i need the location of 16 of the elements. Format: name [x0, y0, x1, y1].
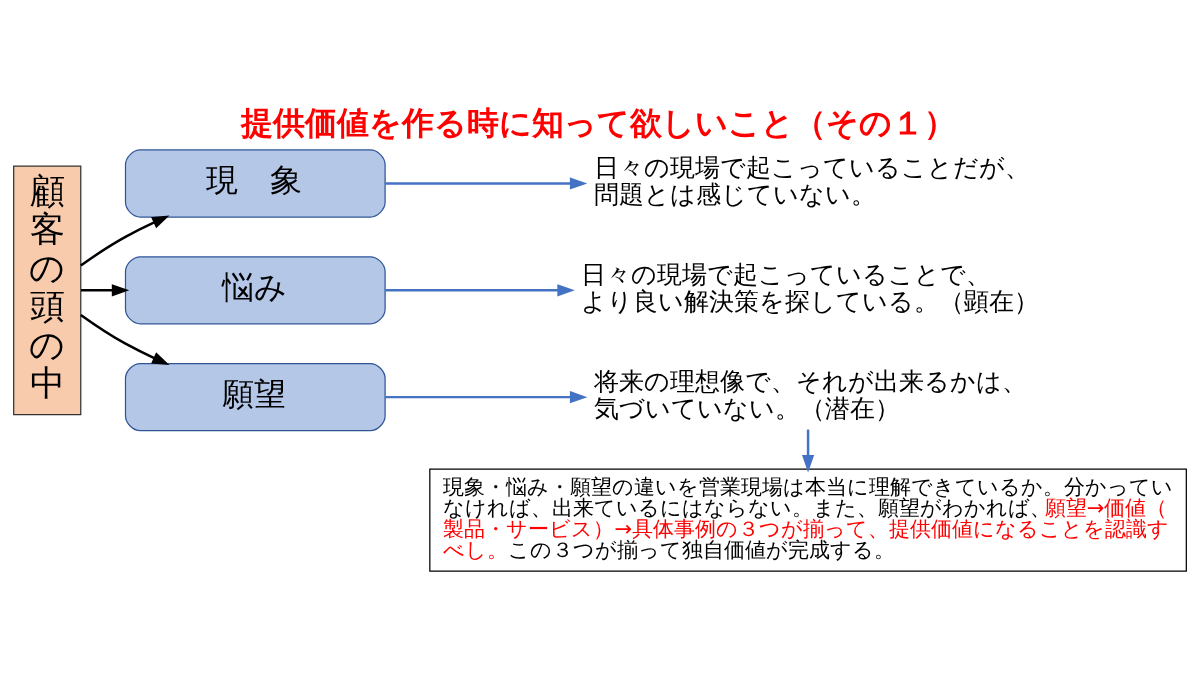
node-box: 悩み: [124, 256, 386, 325]
arrow: [385, 391, 588, 404]
diagram-title: 提供価値を作る時に知って欲しいこと（その１）: [241, 103, 957, 142]
node-box: 顧客の頭の中: [13, 165, 82, 416]
arrow: [81, 284, 130, 297]
node-text: 将来の理想像で、それが出来るかは、気づいていない。（潜在）: [593, 366, 1027, 423]
arrow: [80, 314, 170, 366]
arrow: [80, 215, 170, 267]
node-box: 現象・悩み・願望の違いを営業現場は本当に理解できているか。分かっていなければ、出来ているにはならない。また、願望がわかれば、願望→価値（製品・サービス）→具体事例の３つが揃って、提供価値になることを認識すべし。この３つが揃って独自価値が完成する。: [429, 468, 1187, 572]
arrow: [801, 429, 815, 473]
node-text: 日々の現場で起こっていることだが、問題とは感じていない。: [593, 153, 1030, 210]
arrow: [385, 284, 575, 297]
node-box: 現 象: [124, 149, 386, 218]
node-box: 願望: [124, 362, 386, 432]
node-text: 日々の現場で起こっていることで、より良い解決策を探している。（顕在）: [581, 259, 1040, 317]
arrow: [385, 177, 588, 190]
